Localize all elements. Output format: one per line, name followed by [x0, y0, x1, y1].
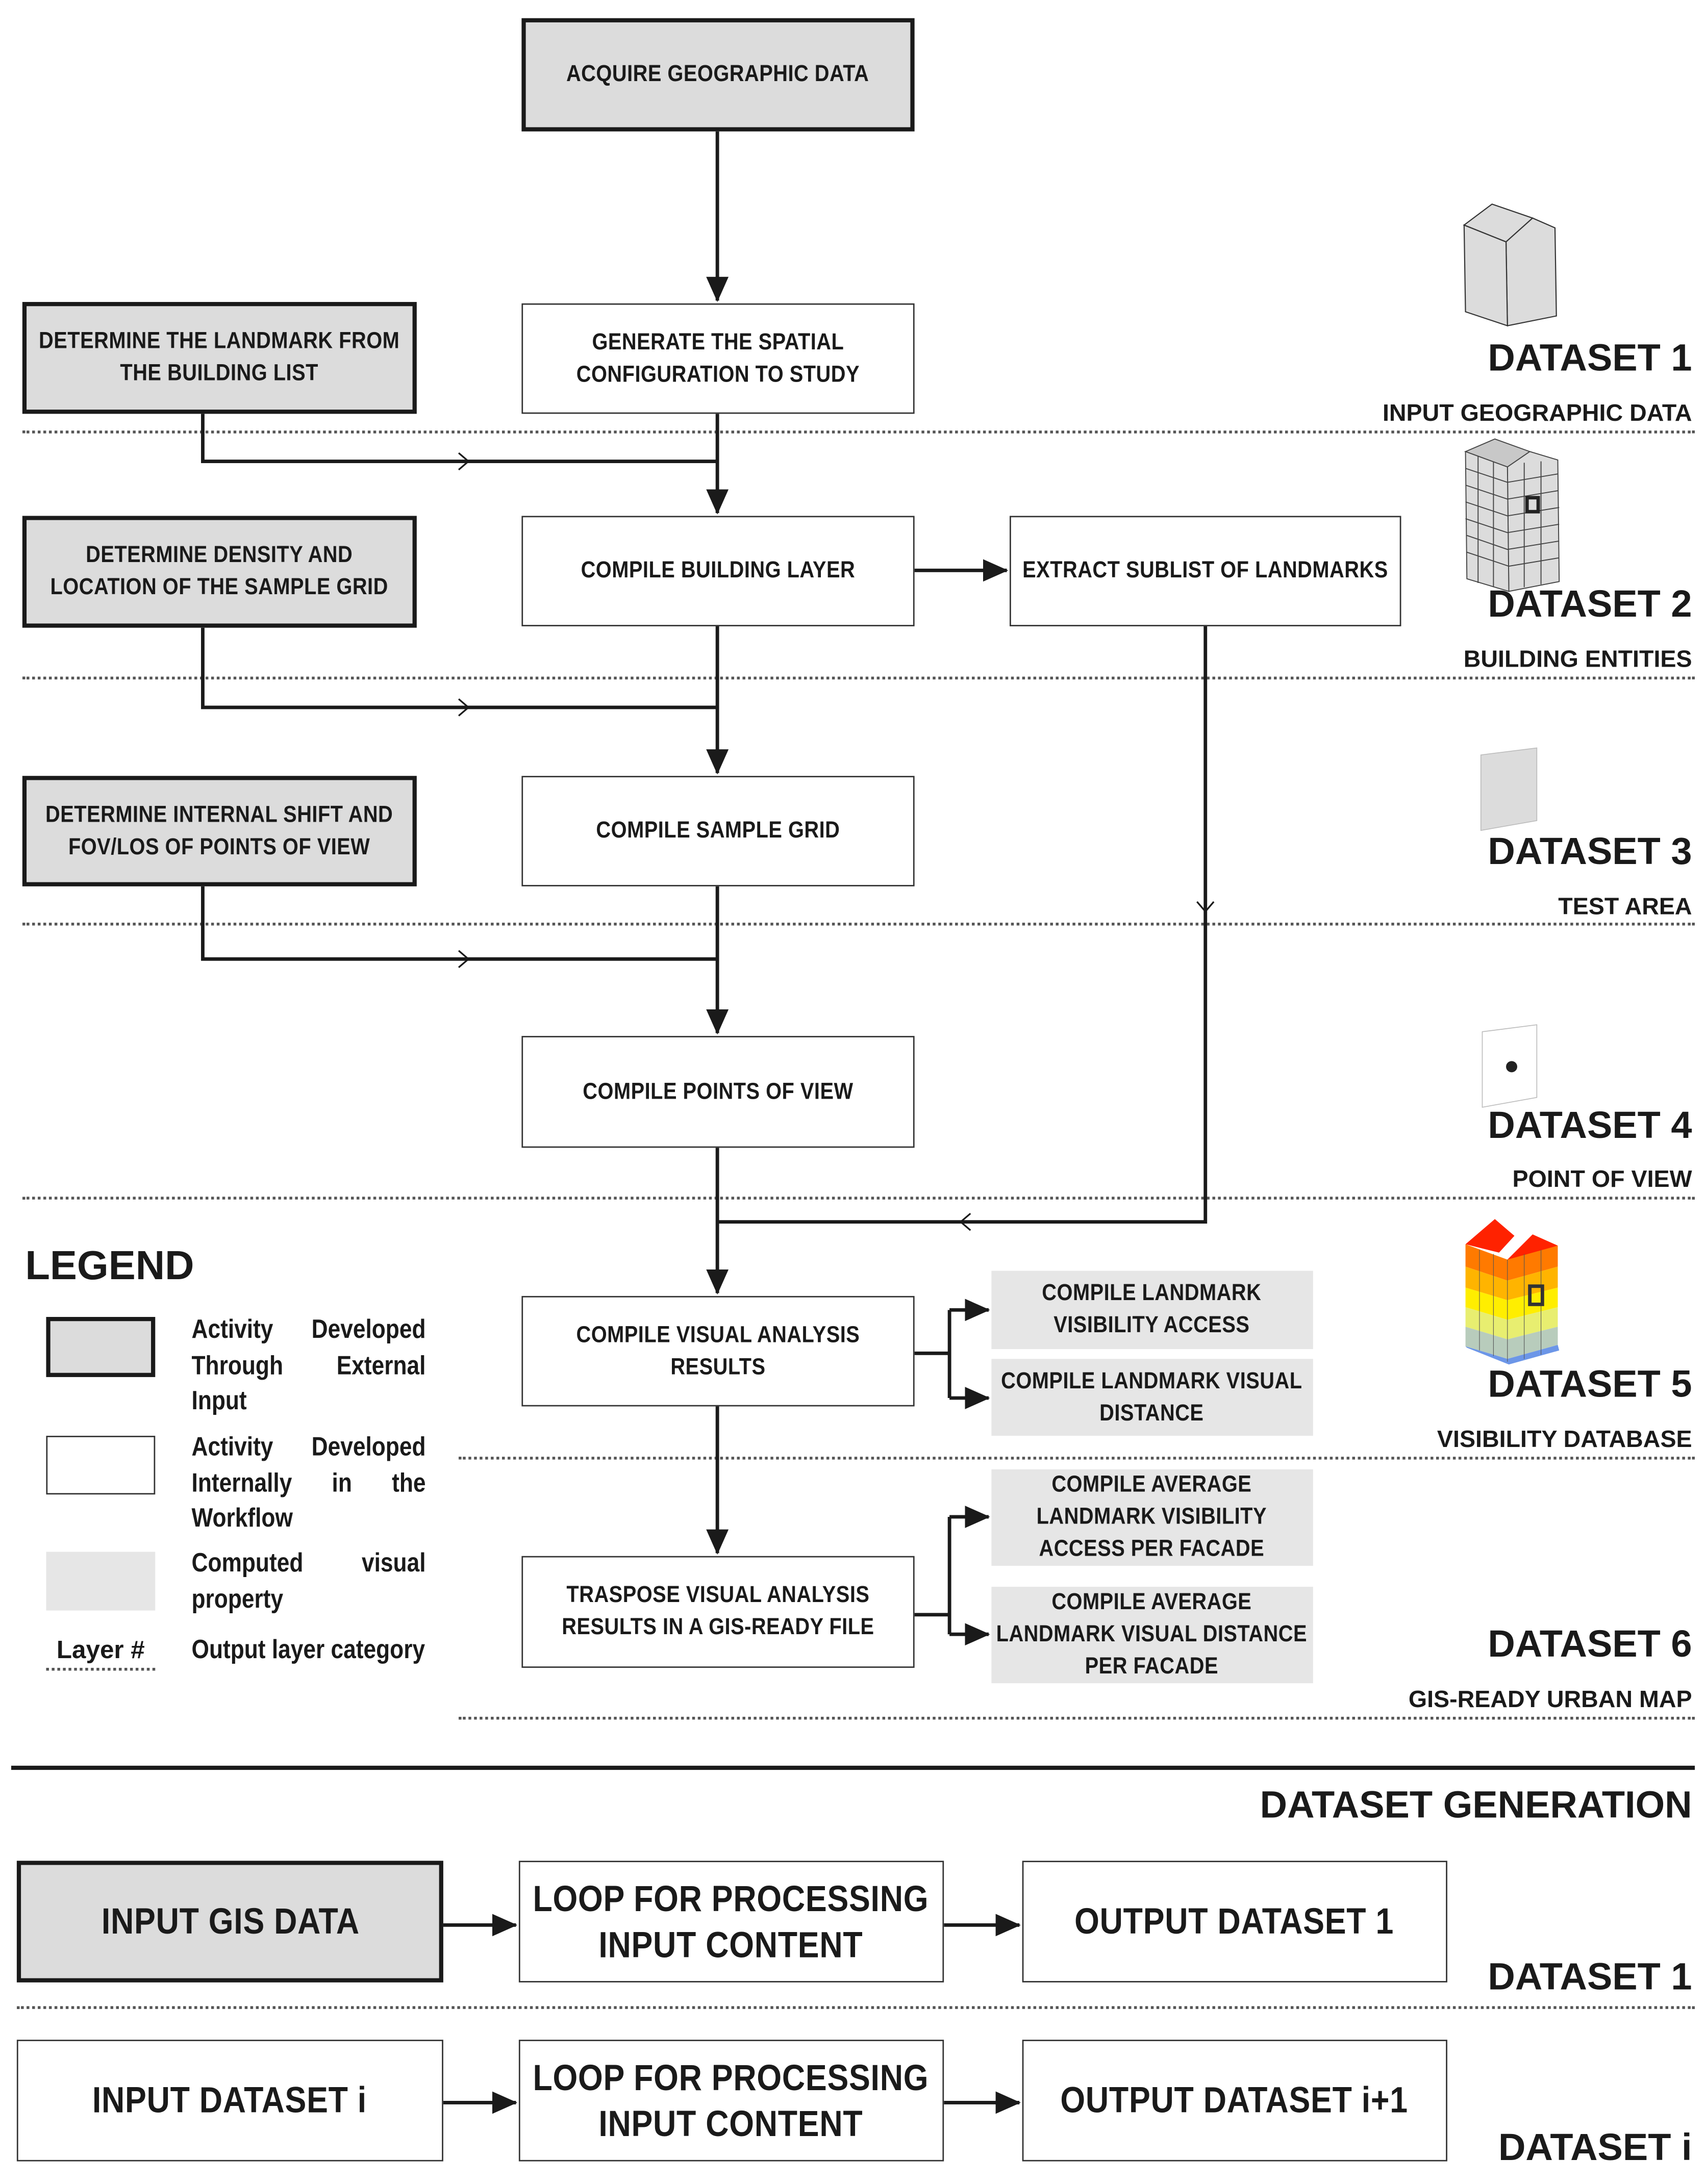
dataset-6-label: DATASET 6 — [1488, 1623, 1692, 1665]
compile-visual-analysis-box: COMPILE VISUAL ANALYSIS RESULTS — [521, 1296, 915, 1407]
box-label: INPUT GIS DATA — [101, 1900, 359, 1942]
dataset-4-label: DATASET 4 — [1488, 1104, 1692, 1147]
section-divider — [11, 1765, 1695, 1770]
chevron-right-icon — [458, 452, 470, 471]
box-label: COMPILE AVERAGE LANDMARK VISUAL DISTANCE… — [996, 1589, 1308, 1679]
average-visibility-access-box: COMPILE AVERAGE LANDMARK VISIBILITY ACCE… — [991, 1469, 1313, 1566]
separator — [22, 923, 1695, 926]
box-label: OUTPUT DATASET 1 — [1075, 1900, 1395, 1942]
landmark-visibility-access-box: COMPILE LANDMARK VISIBILITY ACCESS — [991, 1271, 1313, 1350]
dataset-2-label: DATASET 2 — [1488, 582, 1692, 625]
traspose-visual-analysis-box: TRASPOSE VISUAL ANALYSIS RESULTS IN A GI… — [521, 1556, 915, 1668]
generation-row-2-label: DATASET i — [1498, 2126, 1692, 2169]
determine-density-box: DETERMINE DENSITY AND LOCATION OF THE SA… — [22, 516, 417, 628]
box-label: LOOP FOR PROCESSING INPUT CONTENT — [533, 1876, 930, 1965]
generate-spatial-configuration-box: GENERATE THE SPATIAL CONFIGURATION TO ST… — [521, 303, 915, 414]
dataset-1-description: INPUT GEOGRAPHIC DATA — [1382, 399, 1692, 427]
separator — [459, 1716, 1695, 1720]
compile-building-layer-box: COMPILE BUILDING LAYER — [521, 516, 915, 626]
separator — [22, 430, 1695, 434]
output-dataset-1-box: OUTPUT DATASET 1 — [1022, 1861, 1447, 1983]
legend-computed-swatch — [46, 1552, 156, 1611]
box-label: GENERATE THE SPATIAL CONFIGURATION TO ST… — [576, 329, 860, 387]
chevron-left-icon — [959, 1212, 971, 1231]
determine-landmark-box: DETERMINE THE LANDMARK FROM THE BUILDING… — [22, 302, 417, 414]
box-label: EXTRACT SUBLIST OF LANDMARKS — [1022, 557, 1389, 583]
legend-computed-text: Computed visual property — [191, 1549, 426, 1614]
box-label: COMPILE POINTS OF VIEW — [583, 1078, 854, 1104]
arrow-density-input — [201, 627, 718, 709]
box-label: DETERMINE DENSITY AND LOCATION OF THE SA… — [51, 542, 389, 600]
dataset-generation-title: DATASET GENERATION — [1260, 1784, 1692, 1826]
average-visual-distance-box: COMPILE AVERAGE LANDMARK VISUAL DISTANCE… — [991, 1587, 1313, 1684]
test-area-icon — [1480, 747, 1538, 831]
dataset-3-label: DATASET 3 — [1488, 830, 1692, 873]
dataset-3-description: TEST AREA — [1558, 893, 1692, 920]
dataset-2-description: BUILDING ENTITIES — [1463, 646, 1692, 673]
arrow-landmark-input — [201, 414, 718, 463]
box-label: TRASPOSE VISUAL ANALYSIS RESULTS IN A GI… — [562, 1582, 874, 1640]
compile-points-of-view-box: COMPILE POINTS OF VIEW — [521, 1036, 915, 1148]
output-dataset-i-plus-1-box: OUTPUT DATASET i+1 — [1022, 2040, 1447, 2162]
loop-processing-box: LOOP FOR PROCESSING INPUT CONTENT — [518, 2040, 944, 2162]
arrow-shift-input — [201, 886, 718, 961]
box-label: COMPILE LANDMARK VISIBILITY ACCESS — [1042, 1280, 1262, 1338]
legend-layer-text: Output layer category — [191, 1635, 425, 1665]
legend-internal-swatch — [46, 1436, 156, 1495]
dataset-5-description: VISIBILITY DATABASE — [1437, 1426, 1692, 1453]
colored-building-icon — [1465, 1219, 1560, 1365]
determine-internal-shift-box: DETERMINE INTERNAL SHIFT AND FOV/LOS OF … — [22, 776, 417, 886]
box-label: DETERMINE THE LANDMARK FROM THE BUILDING… — [39, 328, 400, 386]
input-gis-data-box: INPUT GIS DATA — [16, 1861, 443, 1983]
separator — [459, 1457, 1695, 1460]
acquire-geographic-data-box: ACQUIRE GEOGRAPHIC DATA — [521, 18, 915, 132]
box-label: OUTPUT DATASET i+1 — [1061, 2078, 1409, 2121]
dataset-5-label: DATASET 5 — [1488, 1363, 1692, 1405]
chevron-right-icon — [458, 698, 470, 717]
point-of-view-icon — [1482, 1024, 1538, 1108]
dataset-6-description: GIS-READY URBAN MAP — [1408, 1686, 1692, 1713]
separator — [22, 1197, 1695, 1200]
input-dataset-i-box: INPUT DATASET i — [16, 2040, 443, 2162]
chevron-right-icon — [458, 950, 470, 969]
box-label: COMPILE BUILDING LAYER — [581, 557, 856, 583]
generation-row-1-label: DATASET 1 — [1488, 1956, 1692, 1998]
legend-external-text: Activity Developed Through External Inpu… — [191, 1315, 426, 1416]
building-icon — [1463, 203, 1557, 327]
arrow-traspose-branch — [914, 1516, 951, 1635]
extract-sublist-landmarks-box: EXTRACT SUBLIST OF LANDMARKS — [1010, 516, 1401, 626]
loop-processing-box: LOOP FOR PROCESSING INPUT CONTENT — [518, 1861, 944, 1983]
legend-internal-text: Activity Developed Internally in the Wor… — [191, 1433, 426, 1534]
dataset-1-label: DATASET 1 — [1488, 337, 1692, 379]
landmark-visual-distance-box: COMPILE LANDMARK VISUAL DISTANCE — [991, 1359, 1313, 1436]
arrow-extract-visual — [717, 626, 1208, 1224]
box-label: COMPILE LANDMARK VISUAL DISTANCE — [1001, 1368, 1303, 1426]
box-label: COMPILE SAMPLE GRID — [596, 818, 840, 843]
box-label: COMPILE VISUAL ANALYSIS RESULTS — [576, 1322, 860, 1379]
box-label: DETERMINE INTERNAL SHIFT AND FOV/LOS OF … — [45, 801, 393, 859]
legend-title: LEGEND — [25, 1244, 194, 1289]
box-label: ACQUIRE GEOGRAPHIC DATA — [566, 61, 870, 87]
box-label: COMPILE AVERAGE LANDMARK VISIBILITY ACCE… — [1037, 1472, 1268, 1562]
box-label: LOOP FOR PROCESSING INPUT CONTENT — [533, 2055, 930, 2144]
chevron-down-icon — [1196, 901, 1215, 913]
separator — [22, 676, 1695, 680]
arrow-visual-branch — [914, 1310, 951, 1398]
separator — [16, 2006, 1695, 2009]
compile-sample-grid-box: COMPILE SAMPLE GRID — [521, 776, 915, 886]
dataset-4-description: POINT OF VIEW — [1512, 1165, 1692, 1193]
gridded-building-icon — [1464, 438, 1560, 592]
legend-external-swatch — [46, 1317, 156, 1377]
legend-layer-key: Layer # — [46, 1636, 156, 1671]
box-label: INPUT DATASET i — [92, 2078, 367, 2121]
